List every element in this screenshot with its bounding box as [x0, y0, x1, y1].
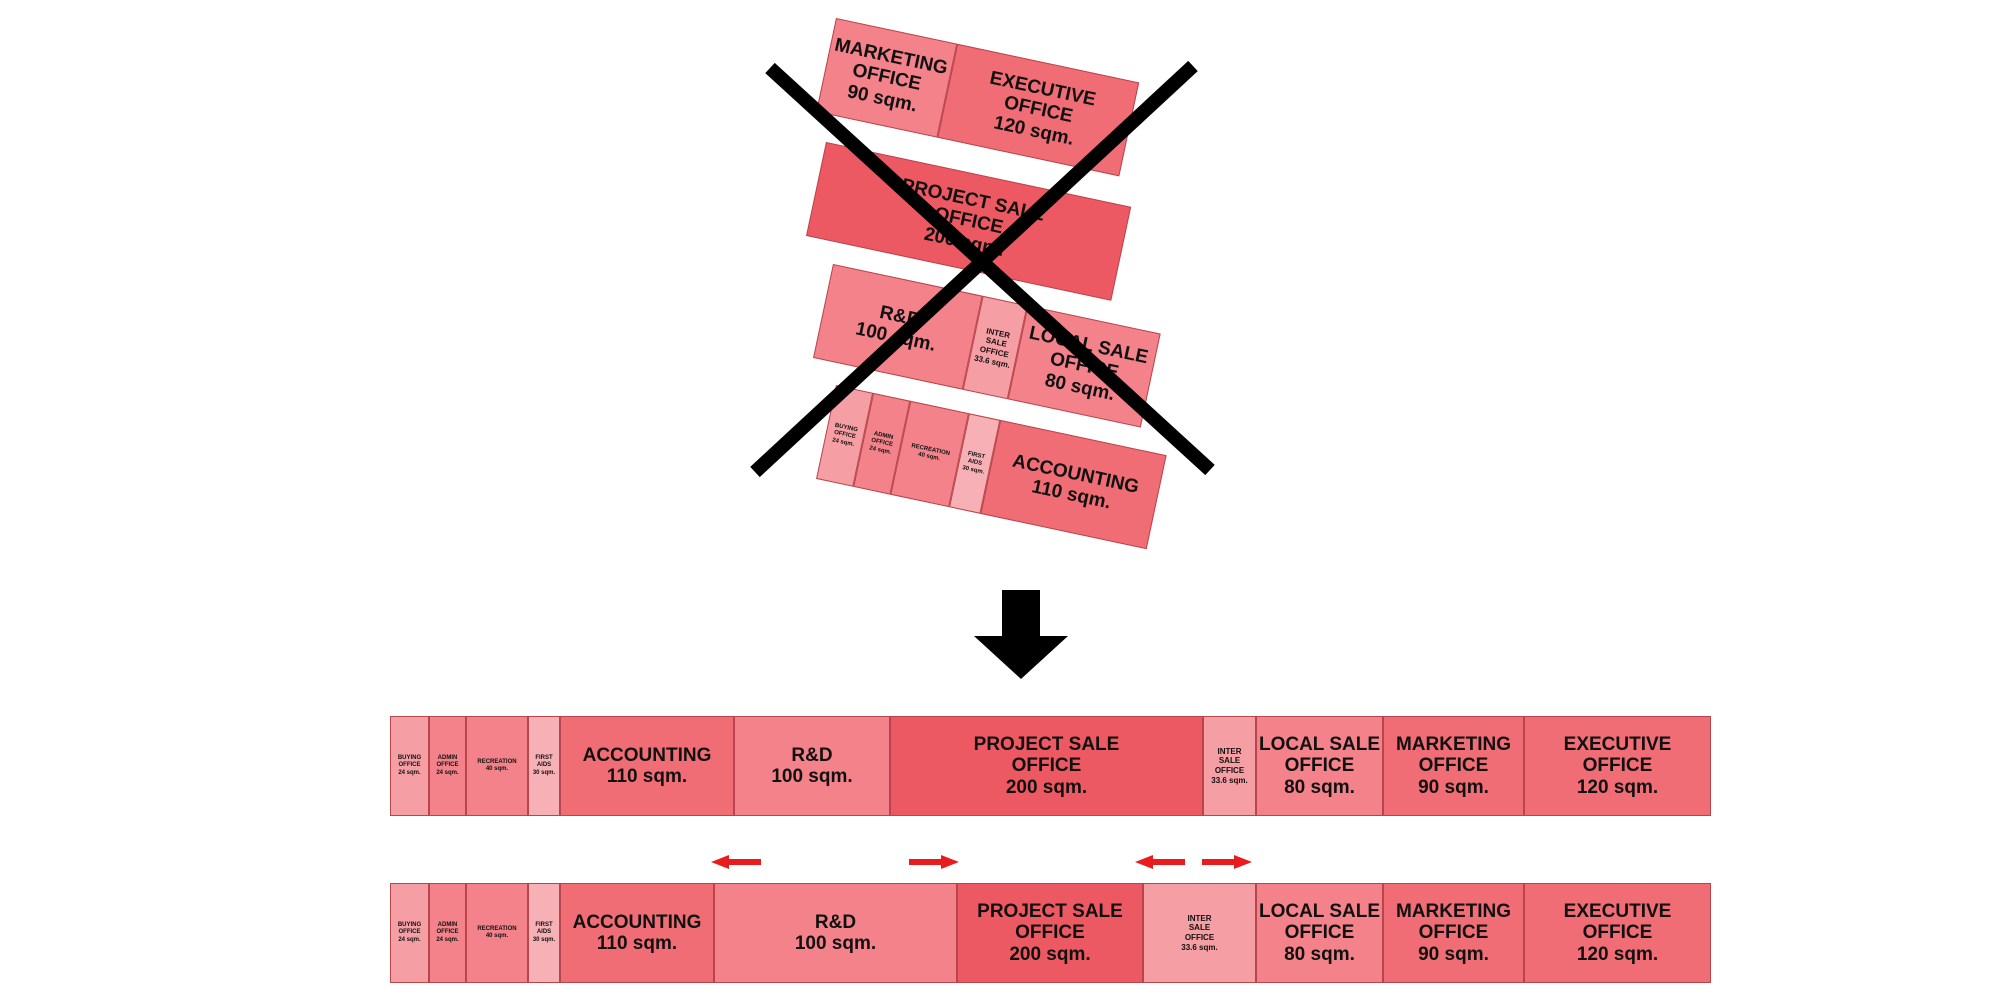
- strip-bottom-room-r-and-d: R&D 100 sqm.: [714, 883, 957, 983]
- strip-top-room-r-and-d: R&D 100 sqm.: [734, 716, 890, 816]
- room-area: 80 sqm.: [1284, 776, 1355, 798]
- room-name: MARKETING OFFICE: [1395, 734, 1512, 777]
- strip-bottom-room-admin-office: ADMIN OFFICE 24 sqm.: [429, 883, 466, 983]
- room-name: FIRST AIDS: [535, 754, 553, 769]
- tilted-room-local-sale-office: LOCAL SALE OFFICE 80 sqm.: [1007, 305, 1161, 428]
- room-name: EXECUTIVE OFFICE: [1563, 901, 1672, 944]
- room-name: FIRST AIDS: [535, 921, 553, 936]
- room-area: 200 sqm.: [1005, 776, 1088, 798]
- left-arrow-icon: [711, 855, 761, 869]
- tilted-room-accounting: ACCOUNTING 110 sqm.: [980, 419, 1167, 550]
- strip-top-room-executive-office: EXECUTIVE OFFICE 120 sqm.: [1524, 716, 1711, 816]
- room-name: RECREATION: [477, 758, 517, 765]
- strip-top-room-local-sale-office: LOCAL SALE OFFICE 80 sqm.: [1256, 716, 1383, 816]
- room-area: 120 sqm.: [1576, 776, 1659, 798]
- room-area: 40 sqm.: [485, 933, 509, 939]
- room-name: ACCOUNTING: [582, 744, 712, 766]
- room-area: 33.6 sqm.: [1211, 775, 1248, 785]
- room-name: LOCAL SALE OFFICE: [1258, 901, 1381, 944]
- strip-bottom-room-accounting: ACCOUNTING 110 sqm.: [560, 883, 714, 983]
- room-name: ACCOUNTING: [572, 911, 702, 933]
- strip-bottom-room-executive-office: EXECUTIVE OFFICE 120 sqm.: [1524, 883, 1711, 983]
- room-area: 30 sqm.: [532, 769, 556, 776]
- room-area: 24 sqm.: [398, 769, 421, 776]
- room-name: R&D: [791, 744, 833, 766]
- strip-top-room-project-sale-office: PROJECT SALE OFFICE 200 sqm.: [890, 716, 1203, 816]
- room-area: 33.6 sqm.: [1181, 942, 1218, 952]
- room-area: 24 sqm.: [398, 936, 421, 943]
- room-name: INTER SALE OFFICE: [1184, 913, 1215, 942]
- strip-bottom-room-recreation: RECREATION 40 sqm.: [466, 883, 528, 983]
- shift-arrows: [711, 855, 1252, 869]
- tilted-room-marketing-office: MARKETING OFFICE 90 sqm.: [816, 18, 958, 138]
- room-name: PROJECT SALE OFFICE: [973, 734, 1120, 777]
- room-name: MARKETING OFFICE: [1395, 901, 1512, 944]
- strip-top-room-inter-sale-office: INTER SALE OFFICE 33.6 sqm.: [1203, 716, 1256, 816]
- room-name: LOCAL SALE OFFICE: [1258, 734, 1381, 777]
- room-area: 120 sqm.: [1576, 943, 1659, 965]
- room-area: 110 sqm.: [596, 933, 678, 954]
- down-arrow-icon: [974, 590, 1068, 679]
- room-area: 90 sqm.: [1418, 943, 1489, 965]
- strip-top-room-admin-office: ADMIN OFFICE 24 sqm.: [429, 716, 466, 816]
- room-area: 100 sqm.: [794, 933, 877, 954]
- strip-top-room-marketing-office: MARKETING OFFICE 90 sqm.: [1383, 716, 1524, 816]
- room-area: 24 sqm.: [436, 936, 459, 943]
- strip-bottom-room-buying-office: BUYING OFFICE 24 sqm.: [390, 883, 429, 983]
- room-area: 80 sqm.: [1284, 943, 1355, 965]
- room-name: BUYING OFFICE: [397, 921, 422, 936]
- tilted-room-executive-office: EXECUTIVE OFFICE 120 sqm.: [937, 43, 1140, 177]
- room-name: ADMIN OFFICE: [436, 921, 459, 936]
- room-name: BUYING OFFICE: [397, 754, 422, 769]
- room-name: R&D: [814, 911, 857, 933]
- tilted-room-r-and-d: R&D 100 sqm.: [813, 264, 983, 390]
- strip-top-room-first-aids: FIRST AIDS 30 sqm.: [528, 716, 560, 816]
- room-name: INTER SALE OFFICE: [1214, 746, 1245, 775]
- strip-bottom-room-marketing-office: MARKETING OFFICE 90 sqm.: [1383, 883, 1524, 983]
- room-area: 40 sqm.: [485, 766, 509, 772]
- room-area: 200 sqm.: [1009, 943, 1091, 965]
- room-area: 90 sqm.: [1418, 776, 1489, 798]
- right-arrow-icon: [1202, 855, 1252, 869]
- strip-bottom-room-first-aids: FIRST AIDS 30 sqm.: [528, 883, 560, 983]
- room-area: 100 sqm.: [771, 766, 853, 787]
- room-area: 30 sqm.: [532, 936, 556, 943]
- room-name: PROJECT SALE OFFICE: [977, 901, 1123, 944]
- room-area: 110 sqm.: [606, 766, 688, 787]
- strip-bottom-room-project-sale-office: PROJECT SALE OFFICE 200 sqm.: [957, 883, 1143, 983]
- strip-bottom-room-inter-sale-office: INTER SALE OFFICE 33.6 sqm.: [1143, 883, 1256, 983]
- right-arrow-icon: [909, 855, 959, 869]
- left-arrow-icon: [1135, 855, 1185, 869]
- strip-top-room-buying-office: BUYING OFFICE 24 sqm.: [390, 716, 429, 816]
- strip-top-room-accounting: ACCOUNTING 110 sqm.: [560, 716, 734, 816]
- room-name: EXECUTIVE OFFICE: [1563, 734, 1672, 777]
- strip-top-room-recreation: RECREATION 40 sqm.: [466, 716, 528, 816]
- strip-bottom-room-local-sale-office: LOCAL SALE OFFICE 80 sqm.: [1256, 883, 1383, 983]
- room-area: 24 sqm.: [436, 769, 459, 776]
- room-name: RECREATION: [477, 925, 517, 932]
- room-name: ADMIN OFFICE: [436, 754, 459, 769]
